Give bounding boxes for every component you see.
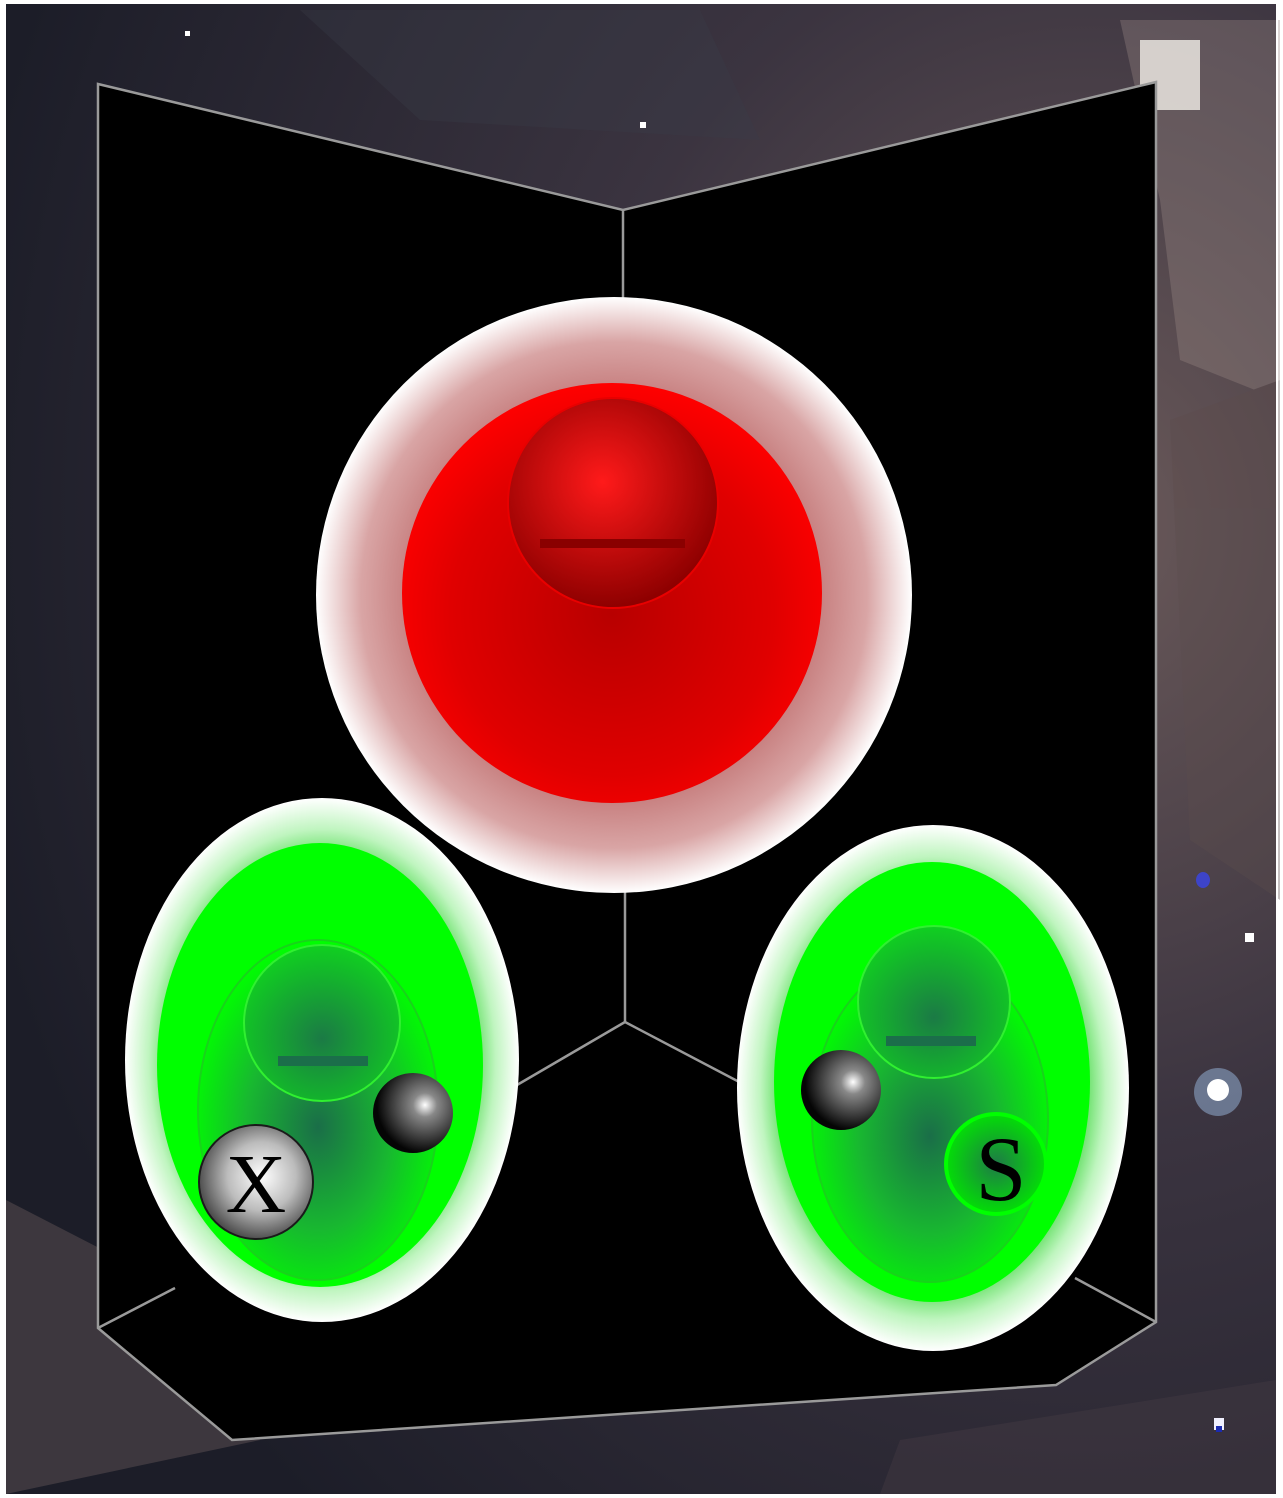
minus-sign (886, 1036, 976, 1046)
green-charge-bubble (244, 945, 400, 1101)
star (640, 122, 646, 128)
star (1207, 1079, 1229, 1101)
star (1245, 933, 1254, 942)
left-orb: X (125, 798, 519, 1322)
dark-sphere (801, 1050, 881, 1130)
star (185, 31, 190, 36)
star (1216, 1426, 1222, 1432)
s-particle-label: S (975, 1118, 1026, 1220)
top-orb (316, 297, 912, 893)
green-charge-bubble (858, 926, 1010, 1078)
minus-sign (540, 539, 685, 548)
x-particle-label: X (226, 1138, 287, 1231)
right-orb: S (737, 825, 1129, 1351)
dark-sphere (373, 1073, 453, 1153)
minus-sign (278, 1056, 368, 1066)
star (1196, 872, 1210, 888)
red-charge-bubble (508, 398, 718, 608)
